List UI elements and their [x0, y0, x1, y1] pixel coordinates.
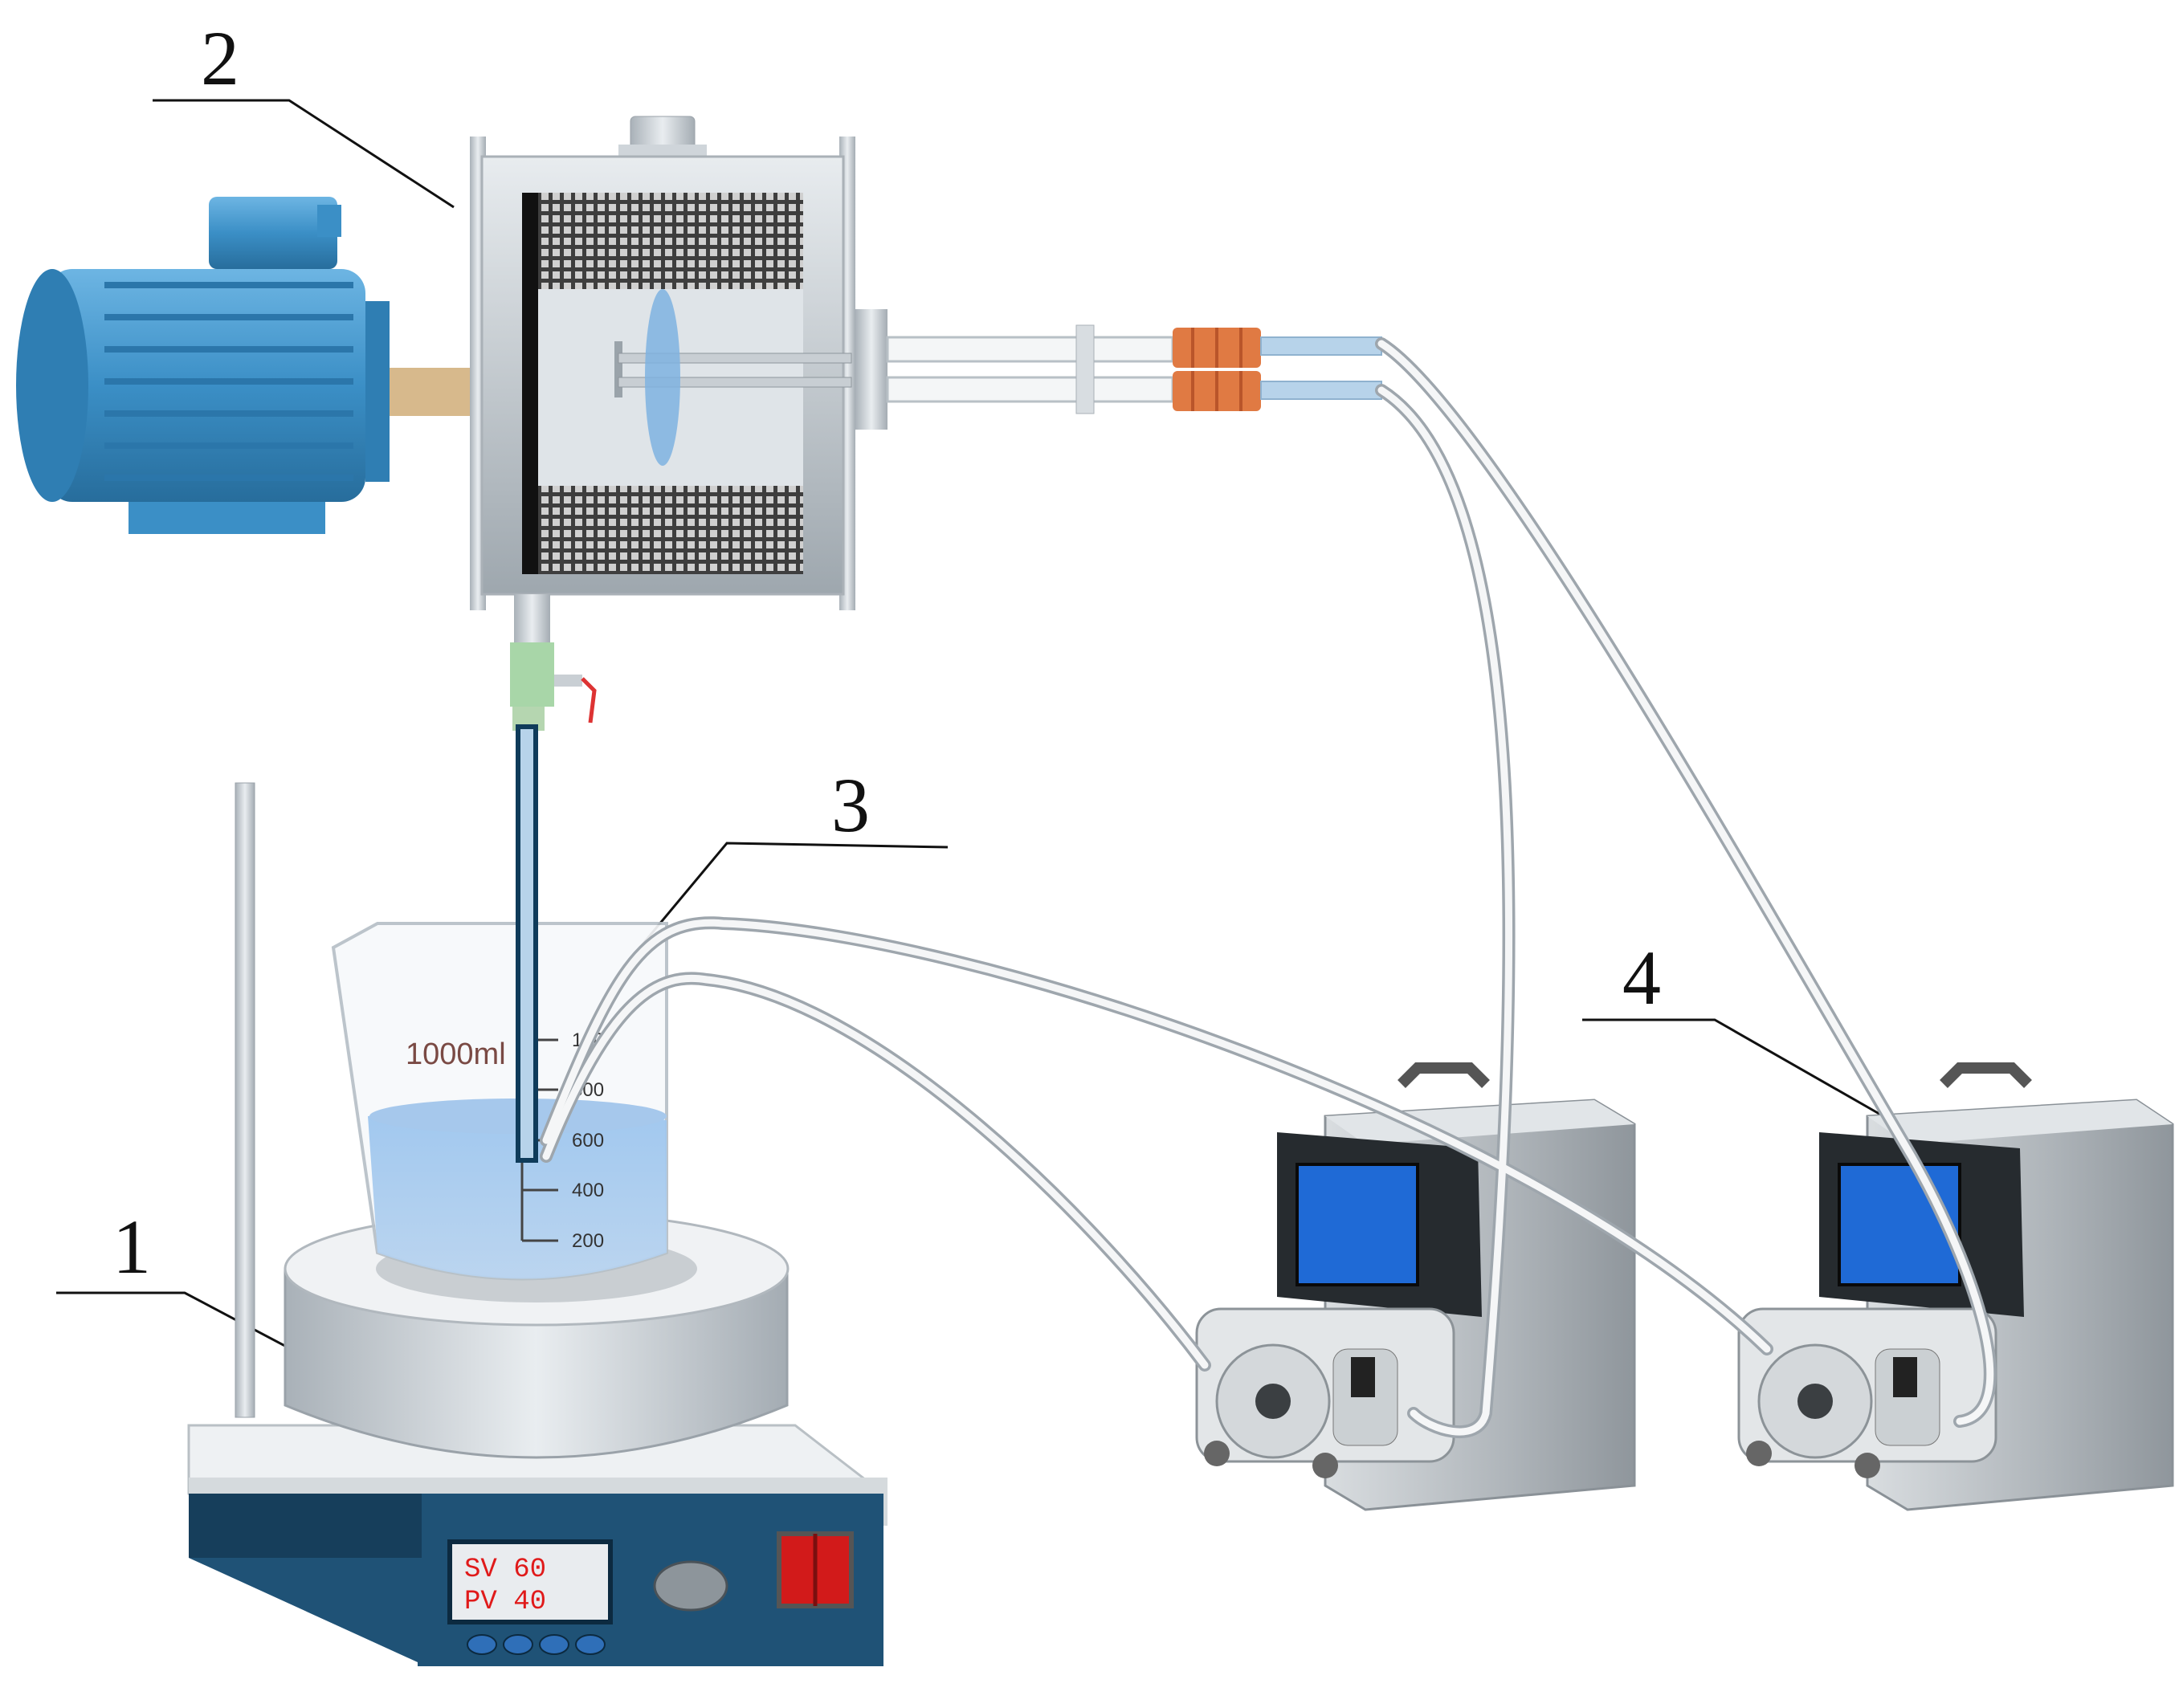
electric-motor-icon: [16, 197, 470, 534]
stand-rod: [235, 782, 255, 1418]
peristaltic-pump-icon: [1737, 1062, 2174, 1511]
callout-1: 1: [112, 1204, 151, 1290]
magnetic-stirrer-icon: SV 60 PV 40: [187, 1211, 887, 1666]
stirrer-button-1[interactable]: [467, 1634, 497, 1655]
callout-4-leader: [1582, 1018, 1884, 1118]
beaker-volume-label: 1000ml: [406, 1037, 506, 1071]
stirrer-button-4[interactable]: [575, 1634, 606, 1655]
reactor-outlet-tubes: [886, 324, 1382, 414]
stirrer-button-3[interactable]: [539, 1634, 569, 1655]
stirrer-knob[interactable]: [653, 1560, 728, 1612]
stirrer-button-2[interactable]: [503, 1634, 533, 1655]
scale-tick-5: 200: [572, 1230, 604, 1252]
feed-tube: [516, 724, 538, 1163]
callout-2: 2: [201, 15, 239, 101]
tube-coupling-icon: [1173, 328, 1261, 411]
callout-2-leader: [153, 99, 455, 209]
display-sv: SV 60: [464, 1555, 546, 1585]
scale-tick-3: 600: [572, 1130, 604, 1152]
display-pv: PV 40: [464, 1587, 546, 1617]
beaker-icon: 1000ml 100 800 600 400 200: [331, 922, 668, 1281]
reactor-vessel-icon: [470, 116, 887, 731]
callout-1-leader: [56, 1291, 322, 1367]
flexible-tubing: [540, 337, 1997, 1439]
callout-4: 4: [1622, 935, 1661, 1021]
callout-3: 3: [831, 762, 870, 848]
stirrer-display: SV 60 PV 40: [464, 1555, 546, 1617]
peristaltic-pump-icon: [1195, 1062, 1636, 1511]
scale-tick-4: 400: [572, 1180, 604, 1201]
stirrer-buttons: [467, 1634, 606, 1655]
